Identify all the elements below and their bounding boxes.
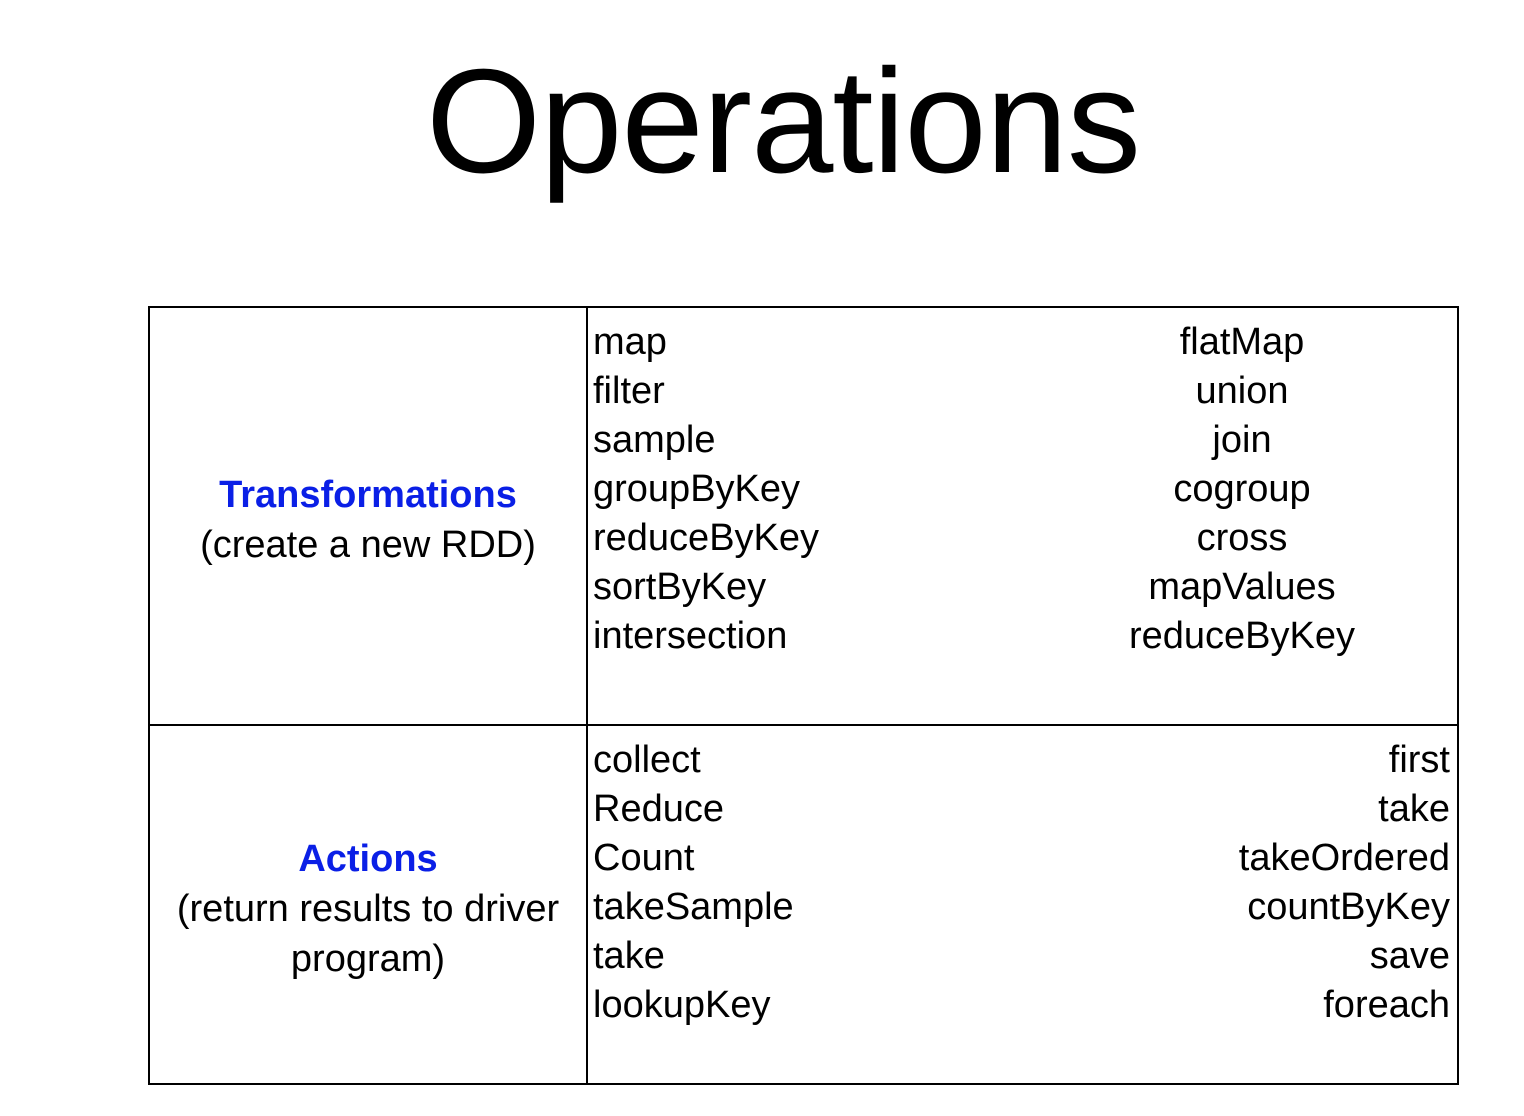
- operation-item: first: [1388, 739, 1450, 781]
- operation-item: union: [1195, 370, 1289, 412]
- transformations-category-cell: Transformations (create a new RDD): [150, 470, 586, 570]
- actions-description-line2: program): [290, 938, 446, 980]
- operation-item: filter: [593, 370, 665, 412]
- operation-item: intersection: [593, 615, 788, 657]
- operation-item: takeSample: [593, 886, 794, 928]
- transformations-heading: Transformations: [219, 474, 517, 516]
- actions-heading: Actions: [298, 838, 438, 880]
- actions-ops-right: first take takeOrdered countByKey save f…: [1180, 736, 1450, 1030]
- operation-item: sample: [593, 419, 716, 461]
- operation-item: Reduce: [593, 788, 724, 830]
- operation-item: take: [593, 935, 665, 977]
- operation-item: take: [1378, 788, 1450, 830]
- operation-item: takeOrdered: [1238, 837, 1450, 879]
- actions-description-line1: (return results to driver: [176, 888, 560, 930]
- actions-ops-left: collect Reduce Count takeSample take loo…: [593, 736, 794, 1030]
- operation-item: join: [1212, 419, 1272, 461]
- operation-item: foreach: [1323, 984, 1450, 1026]
- operation-item: map: [593, 321, 667, 363]
- operation-item: save: [1369, 935, 1450, 977]
- operation-item: cross: [1196, 517, 1288, 559]
- operation-item: mapValues: [1148, 566, 1336, 608]
- operation-item: lookupKey: [593, 984, 771, 1026]
- operation-item: collect: [593, 739, 701, 781]
- operation-item: reduceByKey: [593, 517, 820, 559]
- actions-category-cell: Actions (return results to driver progra…: [150, 834, 586, 984]
- operations-table: Transformations (create a new RDD) map f…: [148, 306, 1459, 1085]
- transformations-ops-left: map filter sample groupByKey reduceByKey…: [593, 318, 819, 661]
- operation-item: reduceByKey: [1128, 615, 1355, 657]
- transformations-ops-right: flatMap union join cogroup cross mapValu…: [1090, 318, 1394, 661]
- table-column-divider: [586, 308, 588, 1083]
- operation-item: countByKey: [1247, 886, 1450, 928]
- table-row-divider: [150, 724, 1457, 726]
- operation-item: Count: [593, 837, 695, 879]
- operation-item: sortByKey: [593, 566, 767, 608]
- transformations-description: (create a new RDD): [200, 524, 536, 566]
- operation-item: cogroup: [1173, 468, 1311, 510]
- operation-item: flatMap: [1179, 321, 1305, 363]
- operation-item: groupByKey: [593, 468, 801, 510]
- page-title: Operations: [426, 39, 1141, 204]
